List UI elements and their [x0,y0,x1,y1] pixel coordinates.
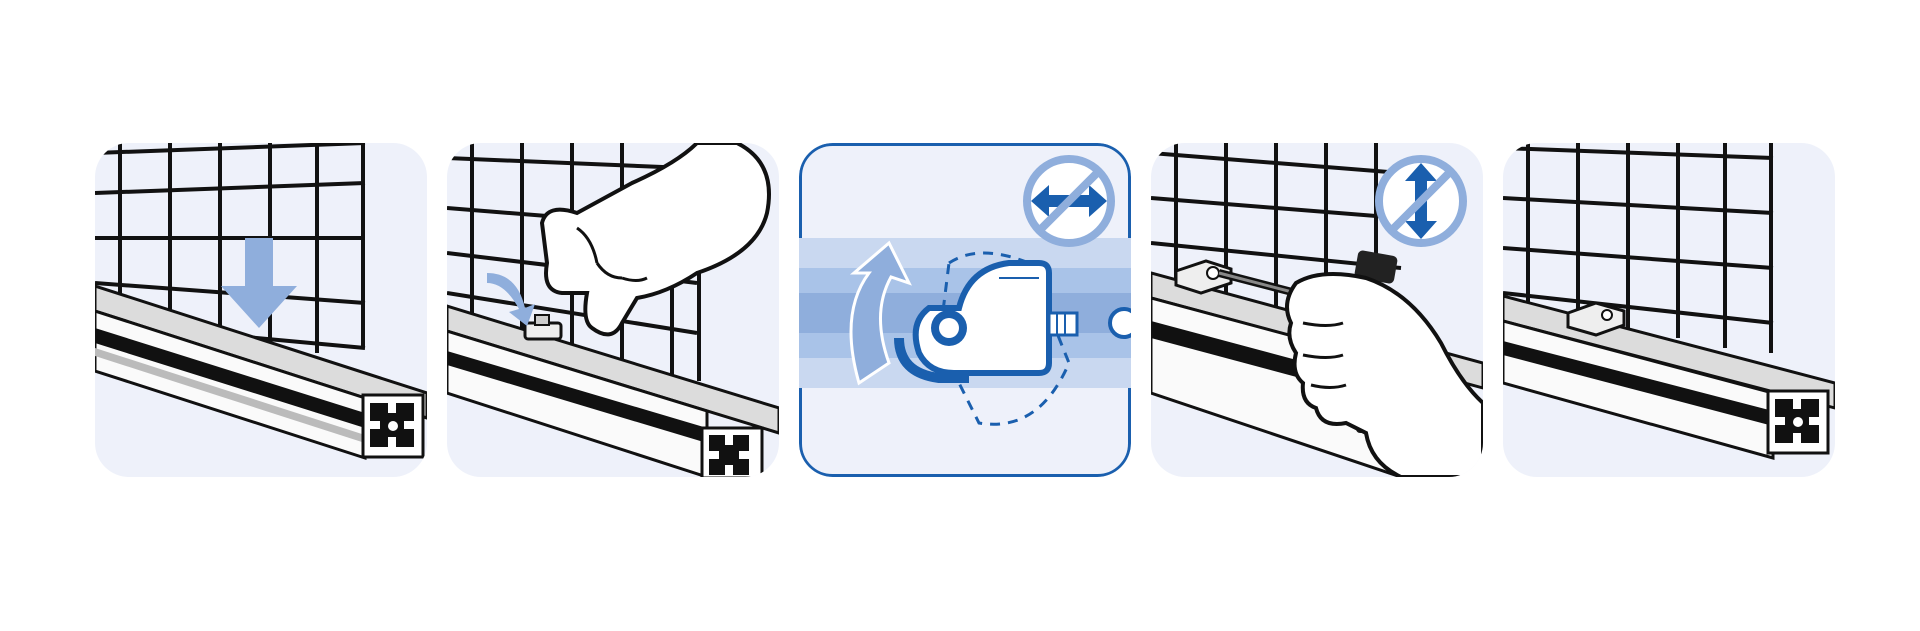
step-1-illustration [95,143,427,477]
hand-icon [539,143,771,337]
slot-hole [1108,307,1131,339]
step-4-panel [1151,143,1483,477]
step-4-illustration [1151,143,1483,477]
step-3-panel [799,143,1131,477]
rotation-outline [937,251,1071,426]
clamp-icon [894,260,1079,383]
clamp-icon [1566,301,1626,337]
down-arrow-icon [221,238,297,328]
clamp-icon [523,314,563,341]
step-2-illustration [447,143,779,477]
step-2-panel [447,143,779,477]
step-1-panel [95,143,427,477]
no-horizontal-movement-icon [1023,155,1115,247]
aluminum-profile [95,284,427,461]
step-5-panel [1503,143,1835,477]
step-5-illustration [1503,143,1835,477]
clamp-icon [1174,259,1233,295]
curved-arrow-icon [487,273,535,326]
wire-grid [95,143,366,353]
wire-grid [1503,143,1774,353]
step-3-illustration [799,143,1131,477]
profile-end [361,393,425,459]
rotate-arrow-icon [849,240,912,386]
no-vertical-movement-icon [1375,155,1467,247]
